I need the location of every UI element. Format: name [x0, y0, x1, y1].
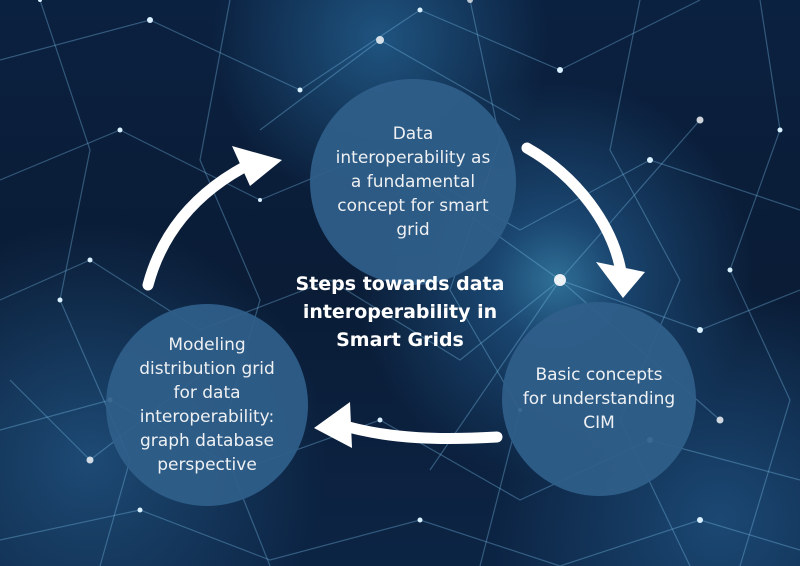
step-label: Basic concepts for understanding CIM [522, 365, 676, 433]
step-circle-cim-concepts: Basic concepts for understanding CIM [502, 302, 696, 496]
step-circle-data-interoperability: Data interoperability as a fundamental c… [310, 79, 516, 285]
arrow-head-icon [232, 146, 282, 186]
step-circle-graph-database: Modeling distribution grid for data inte… [106, 304, 308, 506]
arrow-curved-icon [521, 142, 628, 284]
step-label: Modeling distribution grid for data inte… [139, 335, 275, 475]
arrow-curved-icon [142, 154, 264, 291]
arrow-head-icon [596, 262, 645, 298]
step-label: Data interoperability as a fundamental c… [335, 124, 491, 240]
arrow-curved-icon [332, 418, 503, 445]
diagram-title: Steps towards data interoperability in S… [295, 273, 505, 351]
arrow-head-icon [314, 402, 352, 448]
